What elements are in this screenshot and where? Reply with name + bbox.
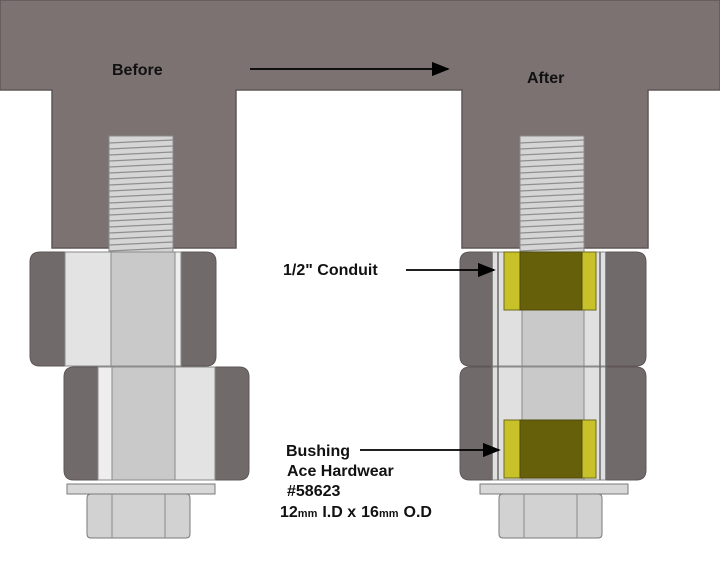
thread-line (108, 181, 174, 186)
before-bolt-head (66, 483, 216, 539)
conduit-tube (491, 252, 607, 480)
thread-line (519, 175, 585, 180)
thread-line (519, 163, 585, 168)
thread-line (519, 241, 585, 246)
part-number-label: #58623 (287, 483, 340, 500)
thread-line (108, 169, 174, 174)
thread-line (108, 193, 174, 198)
thread-line (519, 217, 585, 222)
thread-line (519, 169, 585, 174)
dim-id-text: I.D x (322, 504, 356, 521)
thread-line (519, 187, 585, 192)
thread-line (519, 229, 585, 234)
thread-line (108, 205, 174, 210)
brand-label: Ace Hardwear (287, 463, 394, 480)
before-lower-nut (63, 366, 250, 481)
thread-line (519, 205, 585, 210)
thread-line (108, 241, 174, 246)
thread-line (108, 211, 174, 216)
thread-line (519, 139, 585, 144)
thread-line (108, 247, 174, 252)
dim-id-number: 12 (280, 504, 298, 521)
bushing-label: Bushing (286, 443, 350, 460)
thread-line (108, 157, 174, 162)
thread-line (108, 187, 174, 192)
thread-line (108, 217, 174, 222)
after-label: After (527, 70, 564, 87)
upper-bushing (503, 251, 597, 311)
before-upper-nut (29, 251, 217, 367)
before-threaded-bolt (108, 135, 174, 253)
dim-od-unit: mm (379, 508, 399, 520)
dim-od-text: O.D (404, 504, 432, 521)
lower-bushing (503, 419, 597, 479)
thread-line (519, 145, 585, 150)
thread-line (108, 235, 174, 240)
thread-line (519, 235, 585, 240)
thread-line (519, 193, 585, 198)
dim-id-unit: mm (298, 508, 318, 520)
thread-line (108, 199, 174, 204)
thread-line (519, 223, 585, 228)
after-threaded-bolt (519, 135, 585, 253)
thread-line (108, 139, 174, 144)
dim-od-number: 16 (361, 504, 379, 521)
bracket-plate (0, 0, 720, 249)
thread-line (519, 181, 585, 186)
thread-line (108, 151, 174, 156)
after-bolt-head (479, 483, 629, 539)
thread-line (108, 163, 174, 168)
thread-line (519, 151, 585, 156)
thread-line (519, 157, 585, 162)
thread-line (108, 229, 174, 234)
thread-line (519, 211, 585, 216)
before-label: Before (112, 62, 163, 79)
thread-line (519, 247, 585, 252)
thread-line (108, 145, 174, 150)
thread-line (108, 223, 174, 228)
conduit-label: 1/2" Conduit (283, 262, 378, 279)
thread-line (519, 199, 585, 204)
thread-line (108, 175, 174, 180)
